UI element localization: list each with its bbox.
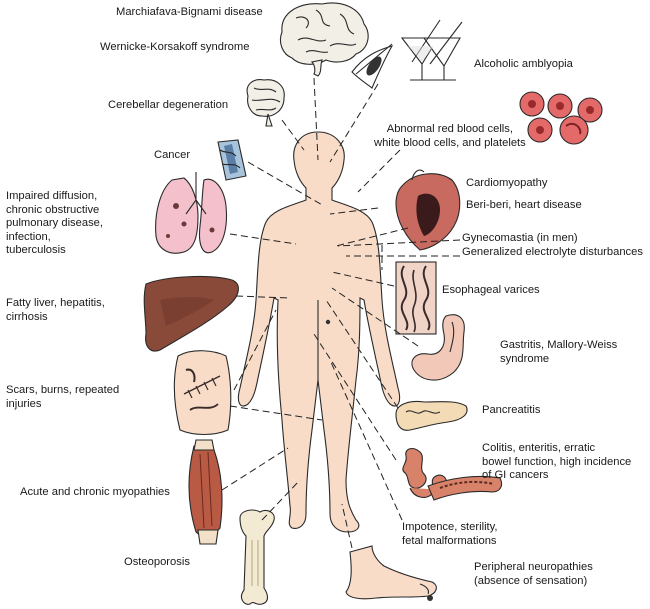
foot-illustration bbox=[345, 545, 437, 601]
label-cancer: Cancer bbox=[154, 149, 191, 161]
leader-lines bbox=[221, 77, 461, 549]
label-esophageal-varices: Esophageal varices bbox=[442, 284, 540, 296]
label-pancreatitis: Pancreatitis bbox=[482, 404, 541, 416]
navel bbox=[325, 319, 331, 325]
vessel-illustration bbox=[217, 139, 247, 181]
label-peripheral-neuropathies: Peripheral neuropathies (absence of sens… bbox=[474, 561, 593, 587]
label-cardiomyopathy: Cardiomyopathy bbox=[466, 177, 548, 189]
label-liver-disorders: Fatty liver, hepatitis, cirrhosis bbox=[6, 297, 105, 323]
label-electrolyte-disturbances: Generalized electrolyte disturbances bbox=[462, 246, 643, 258]
muscle-illustration bbox=[188, 439, 223, 545]
human-body bbox=[237, 131, 401, 533]
bowel-illustration bbox=[402, 447, 503, 501]
heart-illustration bbox=[395, 169, 461, 251]
skin-scars-illustration bbox=[173, 350, 232, 436]
label-osteoporosis: Osteoporosis bbox=[124, 556, 190, 568]
eye-illustration bbox=[351, 43, 394, 89]
body-silhouette bbox=[237, 131, 401, 533]
label-wernicke-korsakoff: Wernicke-Korsakoff syndrome bbox=[100, 41, 250, 53]
stomach-illustration bbox=[411, 314, 465, 381]
label-abnormal-blood-cells: Abnormal red blood cells, white blood ce… bbox=[374, 123, 526, 149]
label-cerebellar-degeneration: Cerebellar degeneration bbox=[108, 99, 229, 111]
label-gastritis: Gastritis, Mallory-Weiss syndrome bbox=[500, 339, 618, 365]
label-lung-disorders: Impaired diffusion, chronic obstructive … bbox=[6, 190, 104, 256]
liver-illustration bbox=[143, 275, 239, 352]
label-marchiafava-bignami: Marchiafava-Bignami disease bbox=[116, 6, 263, 18]
label-colitis: Colitis, enteritis, erratic bowel functi… bbox=[482, 442, 632, 481]
label-gynecomastia: Gynecomastia (in men) bbox=[462, 232, 578, 244]
label-alcoholic-amblyopia: Alcoholic amblyopia bbox=[474, 58, 573, 70]
bone-illustration bbox=[239, 509, 275, 605]
glasses-illustration bbox=[400, 19, 463, 81]
pancreas-illustration bbox=[395, 400, 468, 431]
label-impotence: Impotence, sterility, fetal malformation… bbox=[402, 521, 498, 547]
cerebellum-illustration bbox=[246, 79, 285, 127]
lungs-illustration bbox=[155, 172, 228, 254]
brain-illustration bbox=[279, 2, 369, 77]
label-scars-burns: Scars, burns, repeated injuries bbox=[6, 384, 120, 410]
blood-cells-illustration bbox=[519, 91, 603, 145]
esophagus-illustration bbox=[395, 261, 437, 335]
label-myopathies: Acute and chronic myopathies bbox=[20, 486, 170, 498]
label-beri-beri: Beri-beri, heart disease bbox=[466, 199, 582, 211]
